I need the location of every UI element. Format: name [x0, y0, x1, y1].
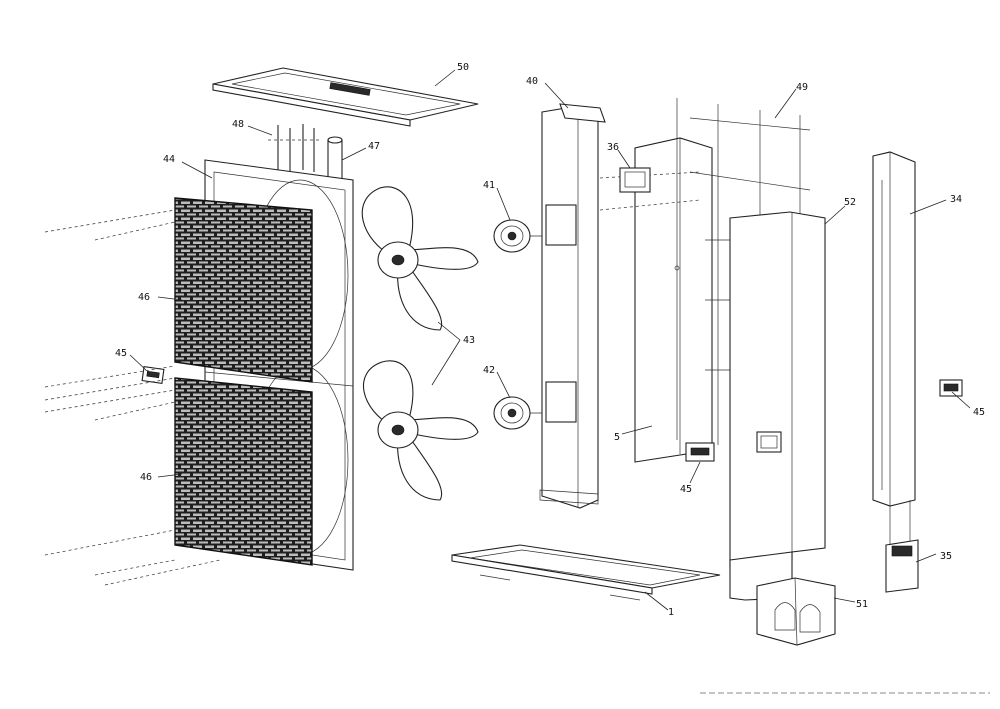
callout-48: 48 — [232, 119, 244, 130]
callout-46-lower: 46 — [140, 472, 152, 483]
callout-42: 42 — [483, 365, 495, 376]
right-panel-part-34 — [872, 151, 916, 545]
reactor-part-36 — [619, 167, 651, 193]
callout-51: 51 — [856, 599, 868, 610]
upper-grille-part-46 — [174, 197, 313, 383]
callout-34: 34 — [950, 194, 962, 205]
callout-45-middle: 45 — [680, 484, 692, 495]
callout-43: 43 — [463, 335, 475, 346]
partition-part-5 — [599, 137, 713, 463]
callout-47: 47 — [368, 141, 380, 152]
callout-1: 1 — [668, 607, 674, 618]
lower-grille-part-46 — [174, 377, 313, 566]
callout-40: 40 — [526, 76, 538, 87]
lower-fan-blade-part-43 — [363, 360, 479, 501]
side-panel-part-52 — [729, 211, 826, 601]
post-part-47 — [327, 136, 343, 186]
callout-46-upper: 46 — [138, 292, 150, 303]
handle-left-part-45 — [141, 366, 165, 384]
callout-41: 41 — [483, 180, 495, 191]
base-pan-part-1 — [451, 544, 721, 601]
callout-45-left: 45 — [115, 348, 127, 359]
screw-lines-left — [44, 209, 221, 586]
lower-motor-part-42 — [493, 396, 548, 430]
callout-5: 5 — [614, 432, 620, 443]
callout-44: 44 — [163, 154, 175, 165]
callout-35: 35 — [940, 551, 952, 562]
rods-part-48 — [268, 124, 320, 172]
callout-50: 50 — [457, 62, 469, 73]
terminal-box-part-35 — [885, 539, 919, 593]
callout-45-right: 45 — [973, 407, 985, 418]
leader-lines — [129, 69, 971, 611]
motor-bracket-part-40 — [539, 103, 606, 509]
bottom-plate-part-51 — [756, 577, 836, 646]
callout-36: 36 — [607, 142, 619, 153]
handle-middle-part-45 — [685, 442, 715, 462]
callout-52: 52 — [844, 197, 856, 208]
top-cover-part-50 — [212, 67, 479, 127]
callout-49: 49 — [796, 82, 808, 93]
upper-motor-part-41 — [493, 219, 548, 253]
upper-fan-blade-part-43 — [361, 186, 479, 331]
handle-right-part-45 — [939, 379, 963, 397]
